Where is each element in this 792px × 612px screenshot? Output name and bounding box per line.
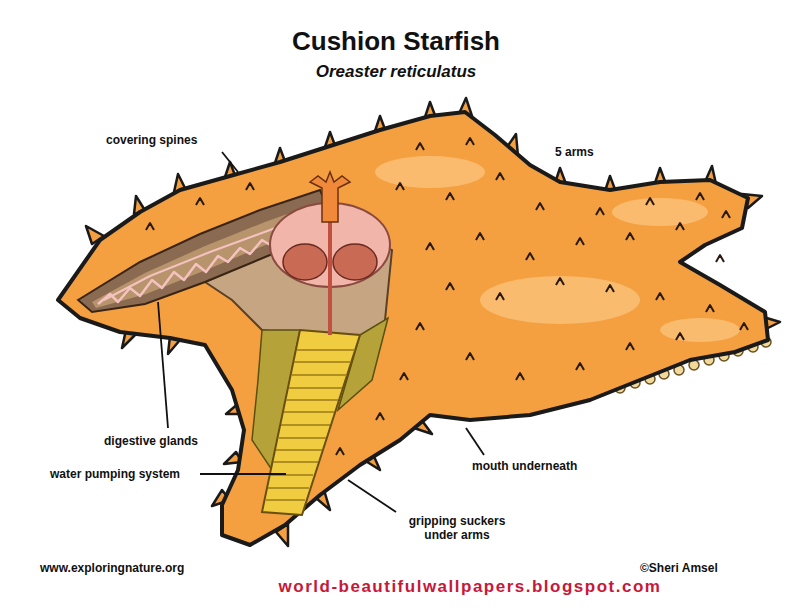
- part-label: gripping suckers under arms: [396, 514, 518, 543]
- surface-spines: [146, 138, 748, 455]
- madreporite-stalk: [310, 172, 350, 222]
- central-tube: [328, 222, 332, 335]
- water-pumping-system: [262, 330, 360, 515]
- copyright: ©Sheri Amsel: [640, 561, 780, 575]
- arm-channel: [78, 190, 335, 312]
- part-label: covering spines: [106, 133, 246, 147]
- part-label: 5 arms: [555, 145, 635, 159]
- water-pumping-rungs: [266, 350, 355, 500]
- part-label: water pumping system: [50, 467, 200, 481]
- light-patches: [375, 156, 740, 342]
- stomach-lobe: [333, 244, 377, 280]
- credit-url: www.exploringnature.org: [40, 561, 240, 575]
- leader-lines: [158, 152, 484, 512]
- stomach-lobe: [283, 244, 327, 280]
- title: Cushion Starfish: [0, 26, 792, 57]
- subtitle: Oreaster reticulatus: [0, 62, 792, 82]
- part-label: digestive glands: [104, 434, 234, 448]
- part-label: mouth underneath: [472, 459, 612, 473]
- watermark: world-beautifulwallpapers.blogspot.com: [150, 577, 790, 597]
